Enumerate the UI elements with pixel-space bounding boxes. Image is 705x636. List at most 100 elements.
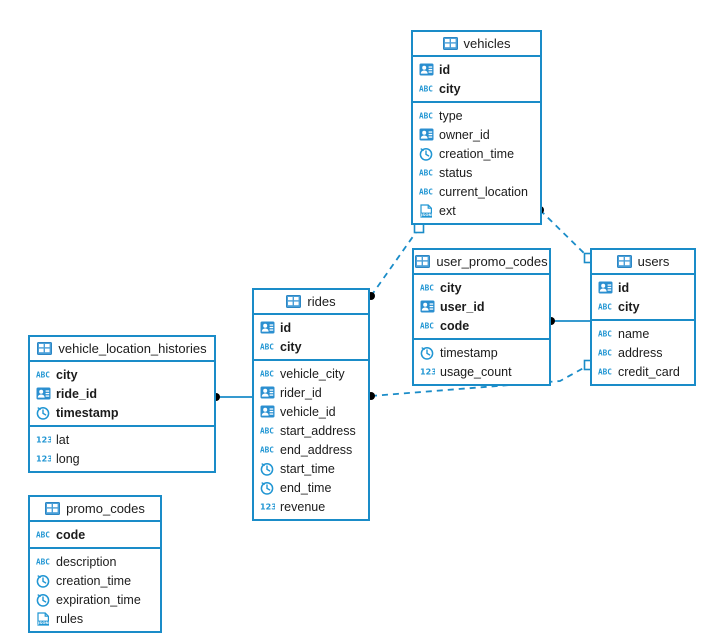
table-title: user_promo_codes xyxy=(436,254,548,269)
table-header-rides[interactable]: rides xyxy=(254,290,368,315)
abc-text-icon: ABC xyxy=(598,299,613,314)
primary-key-row[interactable]: id xyxy=(254,318,368,337)
table-header-vehicle_location_histories[interactable]: vehicle_location_histories xyxy=(30,337,214,362)
primary-key-row[interactable]: ABC city xyxy=(413,79,540,98)
column-row[interactable]: 123lat xyxy=(30,430,214,449)
primary-key-row[interactable]: ABC city xyxy=(592,297,694,316)
svg-text:123: 123 xyxy=(420,368,435,377)
column-name: address xyxy=(618,345,663,360)
table-header-user_promo_codes[interactable]: user_promo_codes xyxy=(414,250,549,275)
table-title: rides xyxy=(307,294,336,309)
svg-text:ABC: ABC xyxy=(260,342,274,351)
column-name: city xyxy=(618,299,640,314)
table-title: vehicles xyxy=(463,36,511,51)
column-row[interactable]: timestamp xyxy=(414,343,549,362)
relationship-vlh-rides[interactable] xyxy=(212,393,252,401)
column-name: timestamp xyxy=(56,405,119,420)
column-row[interactable]: creation_time xyxy=(413,144,540,163)
column-row[interactable]: 123long xyxy=(30,449,214,468)
svg-text:ABC: ABC xyxy=(598,302,612,311)
column-name: credit_card xyxy=(618,364,680,379)
column-name: id xyxy=(280,320,292,335)
svg-text:ABC: ABC xyxy=(36,557,50,566)
svg-text:123: 123 xyxy=(36,455,51,464)
column-name: vehicle_city xyxy=(280,366,345,381)
key-id-icon xyxy=(260,404,275,419)
key-id-icon xyxy=(260,320,275,335)
column-row[interactable]: ABC credit_card xyxy=(592,362,694,381)
table-header-vehicles[interactable]: vehicles xyxy=(413,32,540,57)
abc-text-icon: ABC xyxy=(598,364,613,379)
column-name: usage_count xyxy=(440,364,512,379)
column-name: city xyxy=(439,81,461,96)
svg-text:ABC: ABC xyxy=(598,367,612,376)
svg-text:ABC: ABC xyxy=(260,369,274,378)
column-name: description xyxy=(56,554,117,569)
primary-key-row[interactable]: id xyxy=(413,60,540,79)
primary-key-row[interactable]: timestamp xyxy=(30,403,214,422)
table-header-promo_codes[interactable]: promo_codes xyxy=(30,497,160,522)
json-icon: JSON xyxy=(36,611,51,626)
column-section: ABC description creation_time expiration_ti… xyxy=(30,549,160,631)
column-name: start_address xyxy=(280,423,356,438)
key-id-icon xyxy=(598,280,613,295)
column-name: end_address xyxy=(280,442,353,457)
column-row[interactable]: 123 usage_count xyxy=(414,362,549,381)
column-row[interactable]: ABC vehicle_city xyxy=(254,364,368,383)
svg-text:ABC: ABC xyxy=(419,84,433,93)
column-row[interactable]: owner_id xyxy=(413,125,540,144)
column-row[interactable]: vehicle_id xyxy=(254,402,368,421)
table-icon xyxy=(37,341,53,356)
column-row[interactable]: start_time xyxy=(254,459,368,478)
column-row[interactable]: ABC end_address xyxy=(254,440,368,459)
column-row[interactable]: rider_id xyxy=(254,383,368,402)
column-name: start_time xyxy=(280,461,335,476)
svg-text:ABC: ABC xyxy=(260,445,274,454)
abc-text-icon: ABC xyxy=(598,345,613,360)
relationship-upc-users[interactable] xyxy=(547,317,590,325)
primary-key-row[interactable]: user_id xyxy=(414,297,549,316)
column-row[interactable]: ABC start_address xyxy=(254,421,368,440)
svg-text:ABC: ABC xyxy=(598,348,612,357)
primary-key-row[interactable]: ride_id xyxy=(30,384,214,403)
clock-icon xyxy=(260,461,275,476)
column-row[interactable]: expiration_time xyxy=(30,590,160,609)
column-name: expiration_time xyxy=(56,592,141,607)
column-name: status xyxy=(439,165,473,180)
column-row[interactable]: creation_time xyxy=(30,571,160,590)
primary-key-row[interactable]: id xyxy=(592,278,694,297)
table-icon xyxy=(45,501,61,516)
key-id-icon xyxy=(419,62,434,77)
table-title: vehicle_location_histories xyxy=(58,341,207,356)
column-row[interactable]: ABC address xyxy=(592,343,694,362)
column-row[interactable]: end_time xyxy=(254,478,368,497)
svg-text:ABC: ABC xyxy=(260,426,274,435)
column-name: user_id xyxy=(440,299,485,314)
column-name: id xyxy=(439,62,451,77)
table-header-users[interactable]: users xyxy=(592,250,694,275)
column-row[interactable]: 123revenue xyxy=(254,497,368,516)
abc-text-icon: ABC xyxy=(260,339,275,354)
column-row[interactable]: ABC description xyxy=(30,552,160,571)
abc-text-icon: ABC xyxy=(419,108,434,123)
